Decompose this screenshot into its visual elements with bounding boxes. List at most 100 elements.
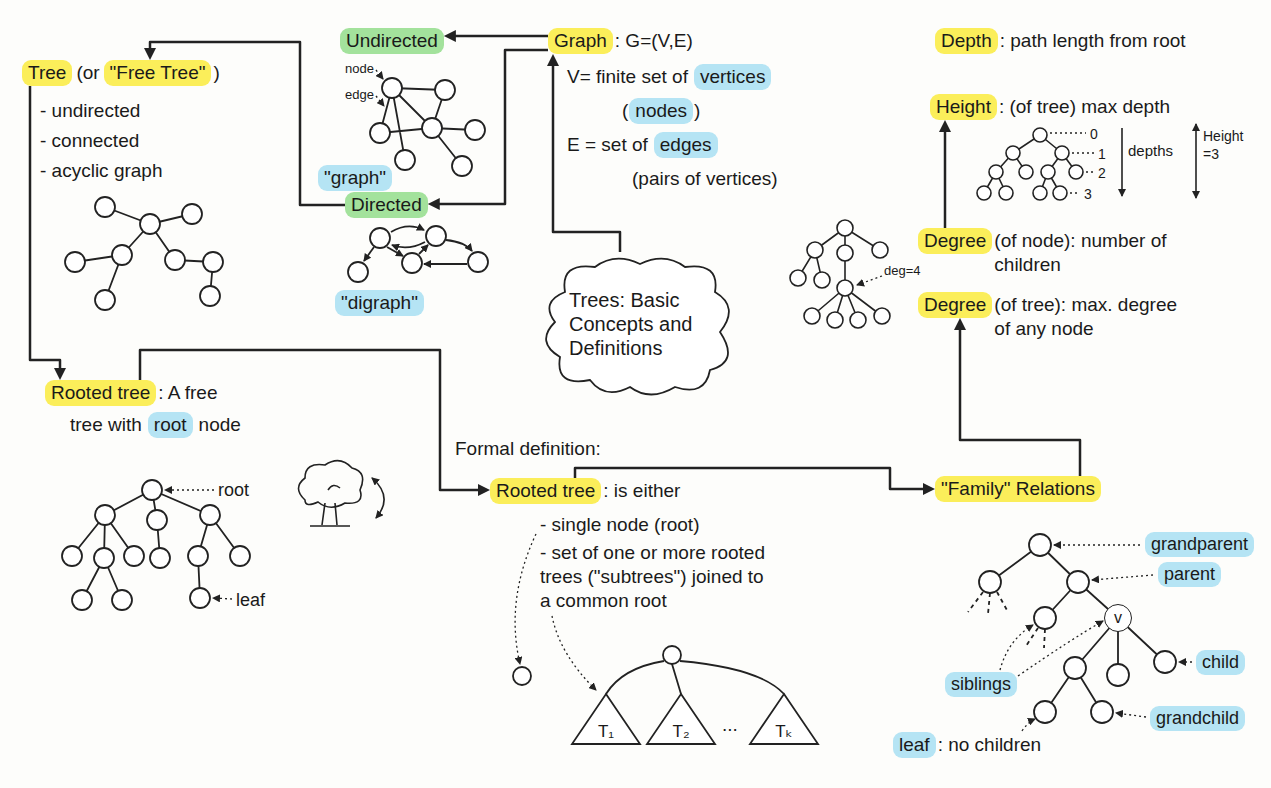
highlight-term: Rooted tree	[490, 478, 601, 504]
highlight-term: vertices	[694, 64, 771, 90]
term-text: Tₖ	[748, 722, 820, 742]
depth-leader	[1050, 132, 1086, 133]
highlight-term: grandparent	[1145, 532, 1254, 557]
rooted-tree-figure	[230, 546, 250, 566]
note-text: ...	[722, 712, 738, 738]
note-text: (of node): number of children	[994, 228, 1174, 278]
flow-arrow	[954, 318, 1080, 476]
depth-leader	[1050, 133, 1094, 193]
undirected-graph-figure	[370, 123, 390, 143]
digraph-figure	[419, 245, 428, 254]
depth-tree-figure	[1069, 165, 1083, 179]
degree-tree-figure	[827, 312, 843, 328]
note-text: - undirected	[40, 98, 140, 124]
arrow-head	[444, 30, 456, 42]
undirected-graph-figure	[370, 78, 485, 176]
family-tree-figure	[1107, 664, 1129, 686]
term-text: Height	[936, 95, 991, 119]
flow-arrow-line	[454, 35, 548, 38]
term-text: "digraph"	[341, 291, 418, 315]
degree-tree-figure	[798, 228, 882, 320]
note-text: edge	[345, 86, 374, 104]
tree-doodle	[310, 485, 350, 526]
term-text: parent	[1164, 563, 1215, 586]
highlight-term: child	[1196, 650, 1245, 675]
term-text: "Free Tree"	[110, 61, 206, 85]
highlight-term: "digraph"	[335, 290, 424, 316]
term-text: Tree	[28, 61, 66, 85]
free-tree-figure	[95, 197, 115, 217]
digraph-figure	[364, 247, 374, 261]
rooted-tree-figure	[112, 590, 132, 610]
note-text: (pairs of vertices)	[632, 166, 778, 192]
rooted-tree-figure	[188, 546, 208, 566]
arrow-head	[478, 484, 490, 496]
depth-tree-figure	[999, 186, 1013, 200]
term-text: Degree	[924, 229, 986, 253]
note-text: E = set of	[567, 132, 648, 158]
note-text: - set of one or more rooted trees ("subt…	[540, 540, 772, 614]
leader-line	[515, 534, 536, 664]
free-tree-figure	[182, 204, 202, 224]
tree-doodle	[299, 461, 385, 526]
term-text: Depth	[941, 29, 992, 53]
flow-arrow-line	[30, 86, 60, 370]
undirected-graph-figure	[435, 80, 455, 100]
free-tree-figure	[65, 197, 223, 310]
term-text: grandparent	[1151, 533, 1248, 556]
highlight-term: leaf	[893, 732, 936, 758]
degree-tree-figure	[837, 220, 853, 236]
formal-definition-figure	[606, 661, 784, 694]
tree-node-circle: v	[1104, 604, 1132, 632]
depth-tree-figure	[989, 165, 1003, 179]
term-text: root	[154, 413, 187, 437]
note-text: (	[622, 98, 628, 124]
undirected-graph-figure	[395, 150, 415, 170]
free-tree-figure	[200, 286, 220, 306]
rooted-tree-figure	[62, 546, 82, 566]
note-text: 1	[1098, 144, 1106, 164]
term-text: Rooted tree	[51, 381, 150, 405]
depth-tree-figure	[977, 128, 1083, 200]
depth-tree-figure	[1041, 165, 1055, 179]
highlight-term: nodes	[629, 98, 693, 124]
depth-tree-figure	[1006, 146, 1020, 160]
free-tree-figure	[203, 252, 223, 272]
family-tree-figure	[1029, 534, 1051, 556]
digraph-figure	[392, 242, 425, 247]
title-cloud: Trees: Basic Concepts and Definitions	[535, 252, 745, 402]
depth-leader	[1072, 152, 1094, 153]
digraph-figure	[402, 253, 422, 273]
depth-tree-figure	[1019, 165, 1033, 179]
leader-line	[165, 489, 214, 490]
arrow-head	[144, 48, 156, 60]
depth-arrows	[1122, 124, 1196, 198]
degree-tree-figure	[837, 280, 853, 296]
digraph-figure	[426, 226, 446, 246]
undirected-graph-figure	[465, 120, 485, 140]
free-tree-figure	[140, 214, 160, 234]
depth-leader	[1070, 192, 1080, 193]
leader-line	[1116, 713, 1146, 717]
depth-tree-figure	[1055, 146, 1069, 160]
term-text: edges	[660, 133, 712, 157]
arrow-head	[939, 120, 951, 132]
arrow-head	[923, 483, 935, 495]
digraph-figure	[468, 252, 488, 272]
undirected-graph-figure	[382, 78, 402, 98]
digraph-figure	[446, 240, 472, 251]
family-tree-figure	[1091, 701, 1113, 723]
undirected-graph-figure	[422, 118, 442, 138]
note-text: root	[218, 478, 249, 503]
arrow-head	[54, 368, 66, 380]
note-text: : (of tree) max depth	[999, 94, 1170, 120]
rooted-tree-figure	[190, 588, 210, 608]
note-text: node	[199, 412, 241, 438]
highlight-term: Undirected	[340, 28, 444, 54]
highlight-term: Rooted tree	[45, 380, 156, 406]
note-text: (of tree): max. degree of any node	[994, 292, 1186, 342]
leader-line	[376, 96, 384, 106]
undirected-graph-figure	[452, 156, 472, 176]
tree-doodle	[372, 478, 384, 518]
flow-arrow	[444, 30, 548, 42]
